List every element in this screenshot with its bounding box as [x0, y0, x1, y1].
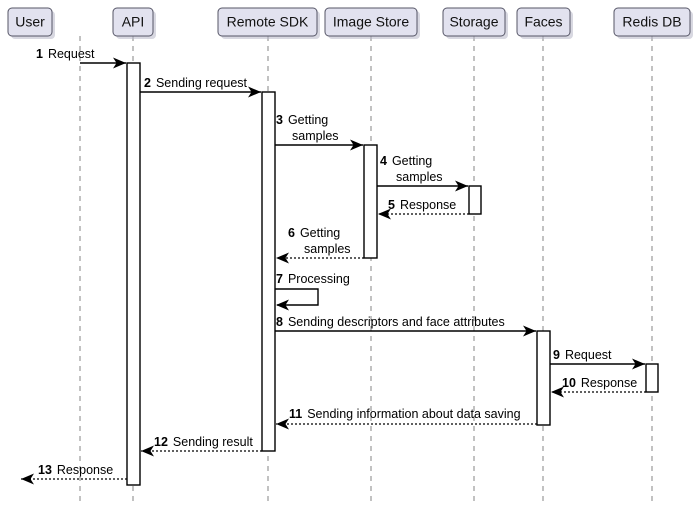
participant-box-api[interactable] — [112, 7, 154, 37]
participant-remote_sdk[interactable]: Remote SDK — [217, 7, 320, 39]
participant-redis_db[interactable]: Redis DB — [613, 7, 693, 39]
participant-box-faces[interactable] — [516, 7, 571, 37]
message-line-7 — [275, 288, 319, 306]
message-number-5: 5 — [388, 198, 395, 212]
arrowhead-11 — [276, 418, 289, 430]
participants-layer: User API Remote SDK Image Store Storage Faces… — [7, 7, 693, 39]
participant-api[interactable]: API — [112, 7, 156, 39]
arrowhead-9 — [632, 358, 645, 370]
participant-box-image_store[interactable] — [324, 7, 418, 37]
participant-box-redis_db[interactable] — [613, 7, 691, 37]
message-number-7: 7 — [276, 272, 283, 286]
participant-box-user[interactable] — [7, 7, 53, 37]
activation-bar-image_store — [363, 144, 378, 259]
message-number-6: 6 — [288, 226, 295, 240]
participant-label-faces: Faces — [524, 14, 562, 30]
activations-layer — [126, 62, 659, 486]
message-number-8: 8 — [276, 315, 283, 329]
participant-label-api: API — [122, 14, 145, 30]
arrowhead-5 — [378, 208, 391, 220]
message-number-3: 3 — [276, 113, 283, 127]
arrowhead-7 — [276, 299, 289, 311]
message-number-12: 12 — [154, 435, 168, 449]
arrowhead-4 — [455, 180, 468, 192]
participant-label-image_store: Image Store — [333, 14, 409, 30]
arrowhead-10 — [551, 386, 564, 398]
arrowhead-12 — [141, 445, 154, 457]
participant-image_store[interactable]: Image Store — [324, 7, 420, 39]
arrowhead-6 — [276, 252, 289, 264]
arrowhead-8 — [523, 325, 536, 337]
message-number-1: 1 — [36, 47, 43, 61]
participant-faces[interactable]: Faces — [516, 7, 573, 39]
message-number-4: 4 — [380, 154, 387, 168]
activation-bar-faces — [536, 330, 551, 426]
participant-user[interactable]: User — [7, 7, 55, 39]
participant-box-storage[interactable] — [442, 7, 506, 37]
arrowhead-13 — [21, 473, 34, 485]
lifelines-layer — [79, 36, 653, 503]
participant-label-remote_sdk: Remote SDK — [227, 14, 309, 30]
message-number-10: 10 — [562, 376, 576, 390]
participant-label-redis_db: Redis DB — [622, 14, 681, 30]
arrowhead-3 — [350, 139, 363, 151]
activation-bar-remote_sdk — [261, 91, 276, 452]
message-number-13: 13 — [38, 463, 52, 477]
message-number-9: 9 — [553, 348, 560, 362]
arrowhead-1 — [113, 57, 126, 69]
participant-label-user: User — [15, 14, 45, 30]
activation-bar-storage — [468, 185, 482, 215]
message-number-2: 2 — [144, 76, 151, 90]
activation-bar-redis_db — [645, 363, 659, 393]
participant-box-remote_sdk[interactable] — [217, 7, 318, 37]
activation-bar-api — [126, 62, 141, 486]
participant-label-storage: Storage — [449, 14, 498, 30]
participant-storage[interactable]: Storage — [442, 7, 508, 39]
message-number-11: 11 — [289, 407, 302, 421]
arrowhead-2 — [248, 86, 261, 98]
